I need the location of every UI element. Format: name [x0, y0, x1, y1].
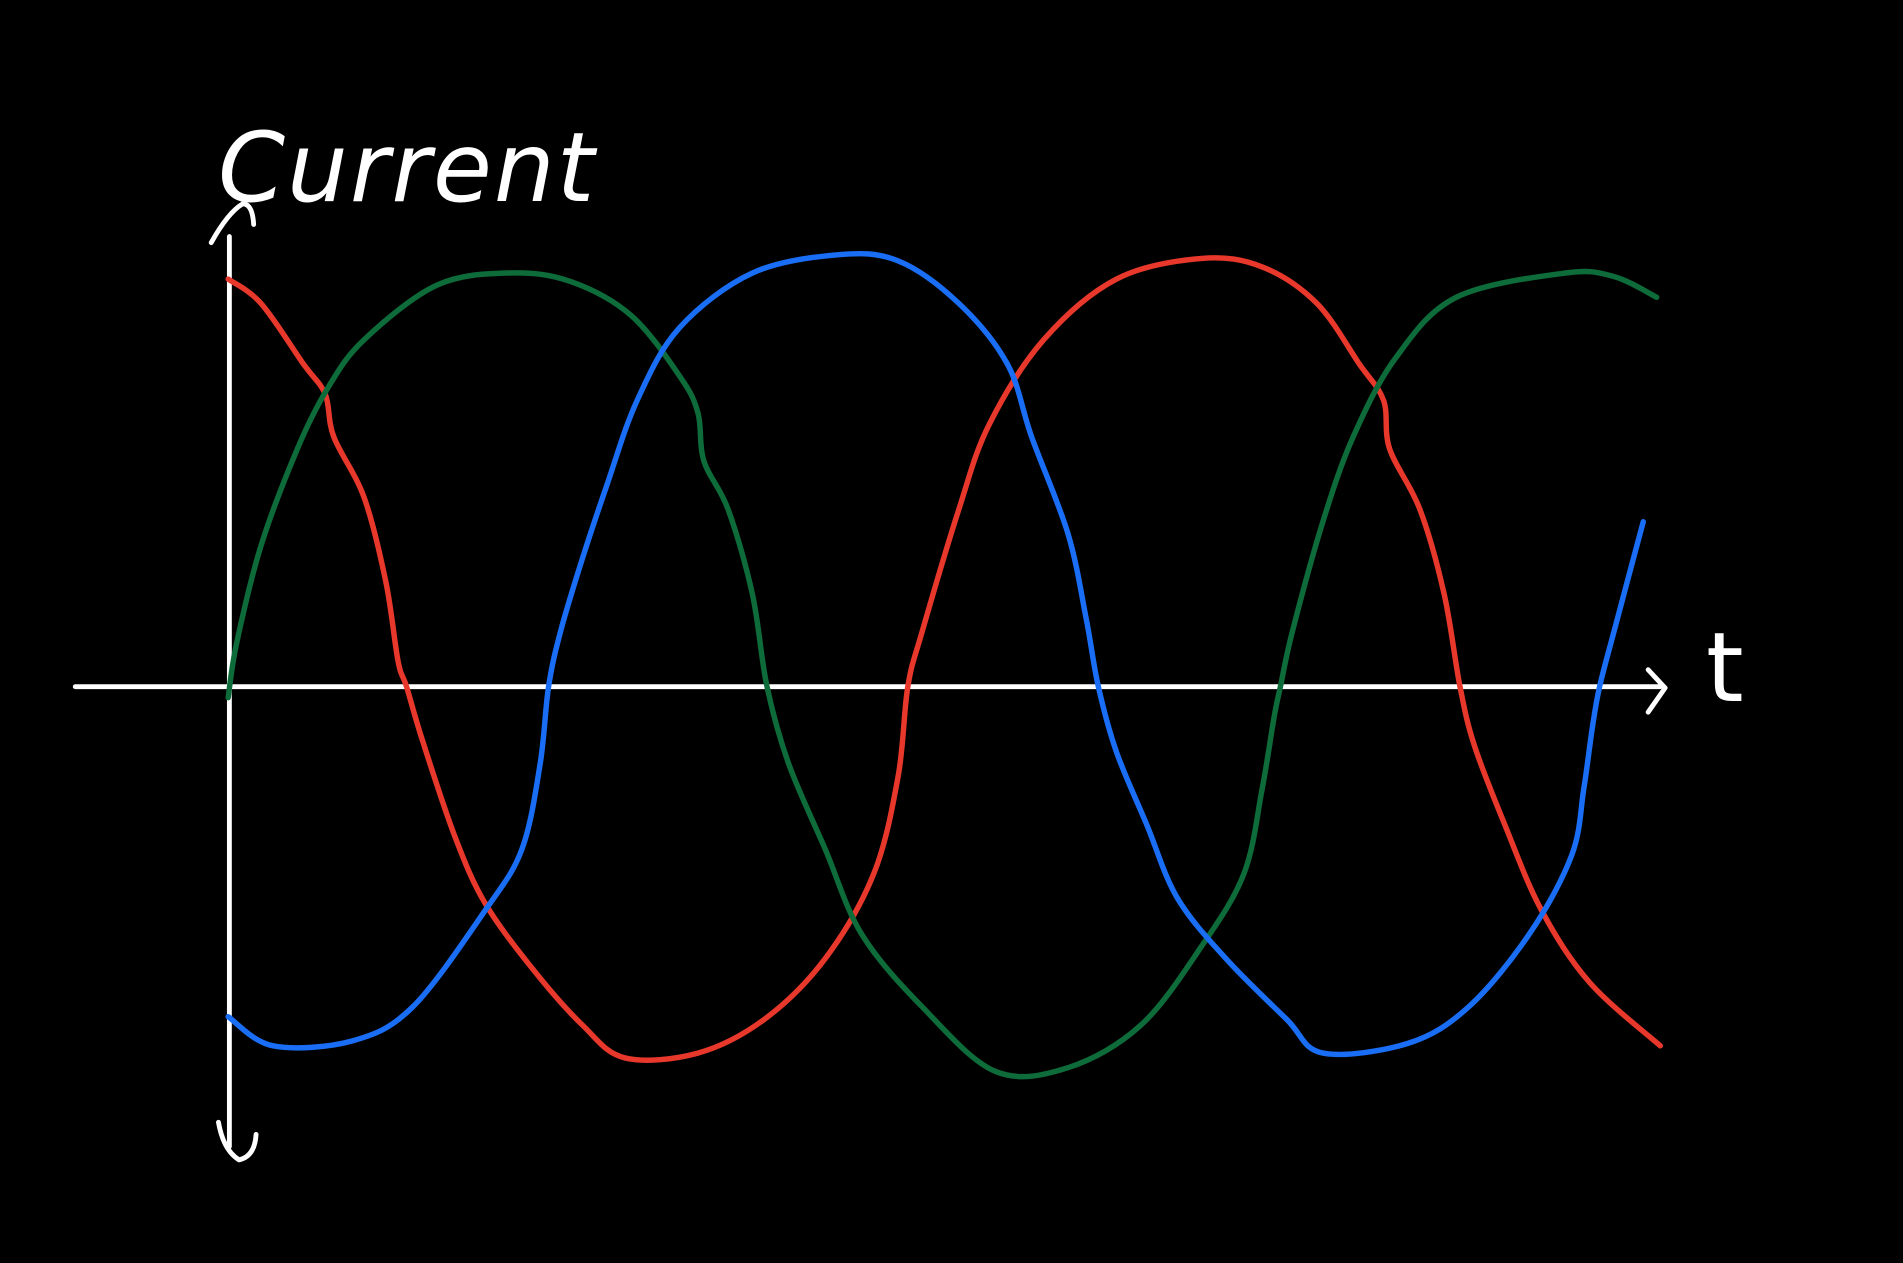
x-axis-arrow-icon: [1645, 667, 1668, 715]
blue-phase-curve: [225, 250, 1647, 1058]
waveforms: [225, 250, 1664, 1080]
x-axis-label: t: [1706, 612, 1746, 724]
red-phase-curve: [225, 255, 1664, 1063]
y-axis-up-arrow-icon: [208, 201, 257, 246]
axes: [72, 201, 1668, 1163]
y-axis-label: Current: [218, 112, 597, 224]
y-axis-down-arrow-icon: [216, 1119, 259, 1163]
green-phase-curve: [225, 268, 1660, 1080]
